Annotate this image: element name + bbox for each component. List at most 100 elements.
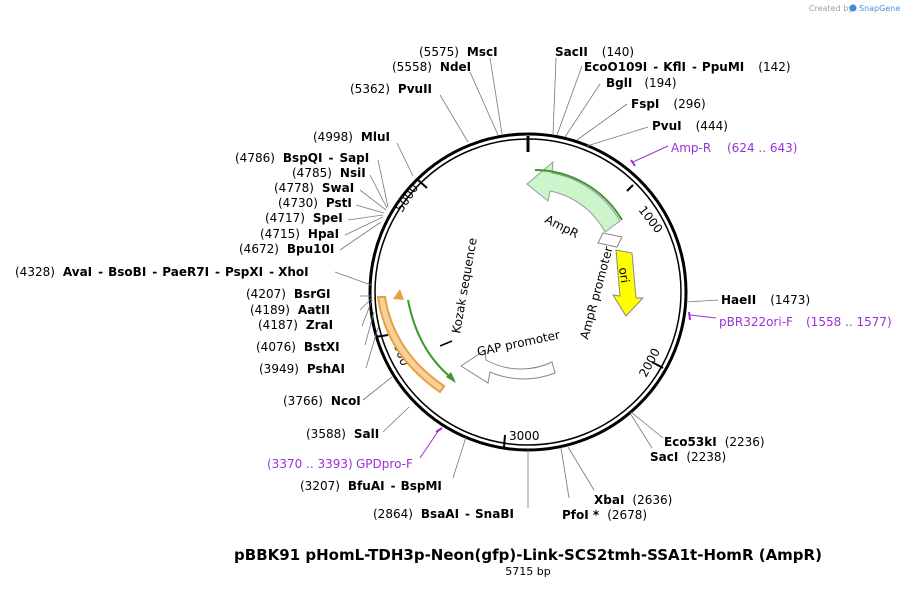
site-bglI[interactable]: BglI(194) (606, 76, 677, 90)
enzyme-labels: (5575)MscI (5558)NdeI (5362)PvuII (4998)… (15, 45, 810, 522)
site-bspqi[interactable]: (4786)BspQI-SapI (235, 151, 369, 165)
site-haeII[interactable]: HaeII(1473) (721, 293, 810, 307)
leader-bfuAI (452, 436, 467, 479)
primer-leader-pbr322ori-f (689, 314, 717, 319)
leader-haeII (685, 299, 719, 303)
leader-pvuI (586, 126, 649, 147)
site-pshAI[interactable]: (3949)PshAI (259, 362, 345, 376)
leader-zraI (361, 299, 373, 327)
site-fspI[interactable]: FspI(296) (631, 97, 706, 111)
primer-mark-gpdpro-f (435, 427, 443, 433)
tick-mark-1000 (626, 184, 634, 192)
leader-mluI (396, 142, 414, 177)
backbone-outer (368, 132, 688, 452)
primer-name-pbr322ori-f[interactable]: pBR322ori-F (719, 315, 793, 329)
site-bpu10I[interactable]: (4672)Bpu10I (239, 242, 334, 256)
site-speI[interactable]: (4717)SpeI (265, 211, 343, 225)
site-eco53kI[interactable]: Eco53kI(2236) (664, 435, 765, 449)
plasmid-size: 5715 bp (505, 565, 550, 578)
tick-mark-3000 (503, 434, 506, 448)
enzyme-leaders (334, 57, 719, 508)
leader-ncoI (362, 376, 393, 401)
leader-bspqi (377, 159, 389, 208)
leader-speI (347, 214, 384, 221)
primer-leader-gpdpro-f (419, 429, 440, 459)
site-bstXI[interactable]: (4076)BstXI (256, 340, 340, 354)
feature-label-kozak: Kozak sequence (449, 237, 480, 335)
ampr-orf-line (534, 169, 623, 221)
leader-pfoI (560, 447, 570, 499)
primer-mark-pbr322ori-f (688, 311, 691, 321)
snapgene-logo-icon (849, 4, 857, 12)
leader-pvuII (439, 94, 469, 143)
leader-mscI (489, 57, 503, 135)
site-mluI[interactable]: (4998)MluI (313, 130, 390, 144)
site-bfuAI[interactable]: (3207)BfuAI-BspMI (300, 479, 442, 493)
features: AmpR AmpR promoter ori GAP promoter Koza… (376, 160, 645, 394)
site-ncoI[interactable]: (3766)NcoI (283, 394, 361, 408)
tick-mark-2000 (651, 361, 664, 369)
site-pstI[interactable]: (4730)PstI (278, 196, 352, 210)
leader-swaI (359, 189, 387, 211)
leader-fspI (576, 103, 628, 141)
site-pvuII[interactable]: (5362)PvuII (350, 82, 432, 96)
leader-eco53kI (630, 411, 664, 439)
leader-salI (382, 406, 410, 433)
leader-bstXI (364, 311, 375, 346)
primer-name-gpdpro-f[interactable]: GPDpro-F (356, 457, 413, 471)
site-bsaAI[interactable]: (2864)BsaAI-SnaBI (373, 507, 514, 521)
primer-leader-amp-r (632, 145, 669, 163)
ampr-promoter-feature[interactable] (597, 232, 623, 248)
plasmid-title: pBBK91 pHomL-TDH3p-Neon(gfp)-Link-SCS2tm… (234, 546, 822, 564)
site-mscI[interactable]: (5575)MscI (419, 45, 498, 59)
leader-pstI (355, 204, 385, 214)
leader-bpu10I (339, 221, 382, 251)
primer-range-amp-r: (624 .. 643) (727, 141, 797, 155)
tick-mark-5000 (417, 179, 428, 189)
feature-label-ori: ori (616, 266, 632, 283)
leader-bglI (564, 83, 601, 138)
leader-hpaI (344, 216, 384, 236)
primer-range-pbr322ori-f: (1558 .. 1577) (806, 315, 892, 329)
feature-label-ampr-promoter: AmpR promoter (577, 245, 615, 341)
feature-label-ampr: AmpR (543, 212, 581, 241)
leader-nsiI (369, 174, 388, 209)
site-sacI[interactable]: SacI(2238) (650, 450, 726, 464)
orange-orf-arrowhead (393, 289, 404, 300)
site-salI[interactable]: (3588)SalI (306, 427, 379, 441)
site-ndeI[interactable]: (5558)NdeI (392, 60, 471, 74)
green-orf-arrowhead (446, 372, 456, 383)
gap-promoter-feature[interactable] (460, 349, 556, 384)
ampr-feature[interactable] (526, 160, 621, 233)
primer-mark-amp-r (630, 159, 636, 167)
site-avaI[interactable]: (4328)AvaI-BsoBI-PaeR7I-PspXI-XhoI (15, 265, 309, 279)
leader-ndeI (469, 71, 499, 136)
primer-name-amp-r[interactable]: Amp-R (671, 141, 711, 155)
primers: Amp-R (624 .. 643) pBR322ori-F (1558 .. … (267, 141, 892, 471)
orange-orf-feature[interactable] (376, 296, 446, 394)
leader-aatII (359, 297, 373, 311)
site-swaI[interactable]: (4778)SwaI (274, 181, 354, 195)
leader-xbaI (567, 446, 595, 491)
site-zraI[interactable]: (4187)ZraI (258, 318, 333, 332)
leader-eco0109I (556, 65, 583, 136)
site-pvuI[interactable]: PvuI(444) (652, 119, 728, 133)
site-sacII[interactable]: SacII(140) (555, 45, 634, 59)
green-orf-line (407, 299, 455, 381)
site-bsrGI[interactable]: (4207)BsrGI (246, 287, 330, 301)
tick-3000: 3000 (509, 429, 540, 443)
site-aatII[interactable]: (4189)AatII (250, 303, 330, 317)
ori-feature[interactable] (612, 249, 645, 317)
site-xbaI[interactable]: XbaI(2636) (594, 493, 672, 507)
site-pfoI[interactable]: PfoI *(2678) (562, 508, 647, 522)
kozak-feature[interactable] (439, 340, 453, 347)
site-nsiI[interactable]: (4785)NsiI (292, 166, 366, 180)
leader-avaI (334, 271, 372, 286)
primer-range-gpdpro-f: (3370 .. 3393) (267, 457, 353, 471)
tick-mark-4000 (374, 334, 389, 338)
site-eco0109I[interactable]: EcoO109I-KflI-PpuMI(142) (584, 60, 791, 74)
site-hpaI[interactable]: (4715)HpaI (260, 227, 339, 241)
tick-5000: 5000 (393, 181, 421, 214)
